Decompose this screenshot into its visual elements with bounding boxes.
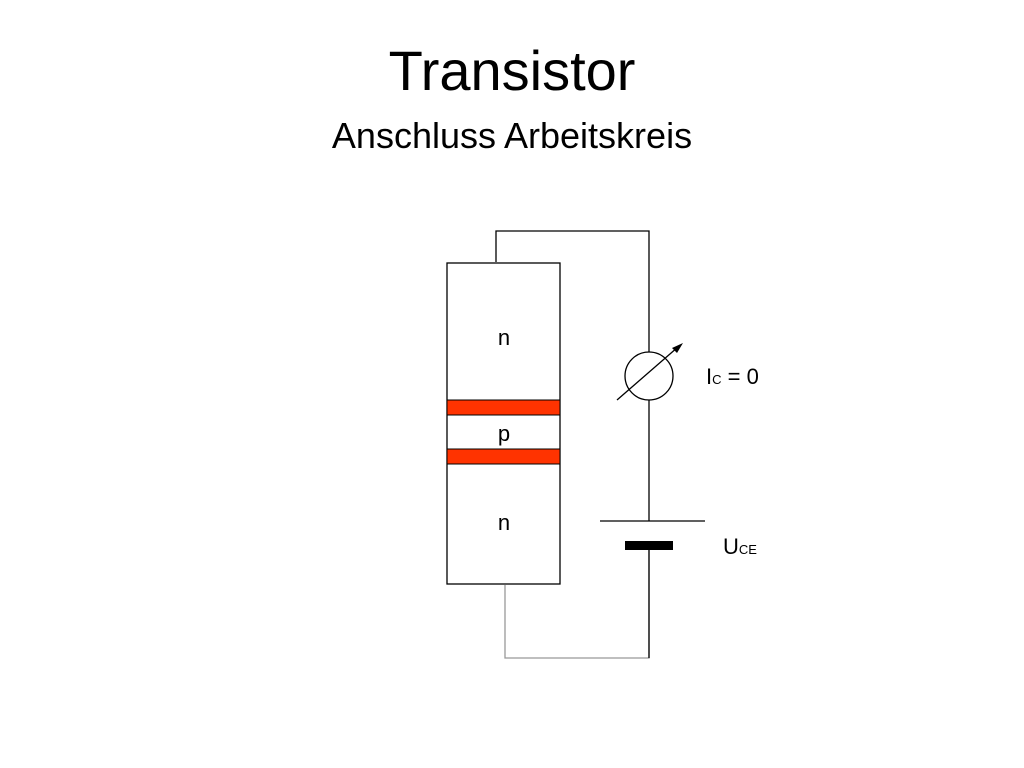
ammeter-arrow-head: [672, 343, 683, 353]
current-value: = 0: [722, 364, 759, 389]
emitter-layer-label: n: [498, 510, 510, 535]
battery-symbol: [600, 520, 705, 550]
battery-short-plate: [625, 541, 673, 550]
ammeter-symbol: [616, 343, 683, 401]
current-subscript: C: [712, 372, 721, 387]
top-wire: [495, 230, 650, 352]
voltage-symbol: U: [723, 534, 739, 559]
ammeter-arrow-line: [616, 346, 679, 401]
slide-subtitle: Anschluss Arbeitskreis: [331, 115, 693, 156]
upper-junction: [446, 399, 561, 416]
current-label: IC = 0: [706, 364, 759, 389]
slide-title: Transistor: [388, 39, 636, 102]
collector-layer-label: n: [498, 325, 510, 350]
lower-junction: [446, 448, 561, 465]
transistor-body: [446, 262, 561, 585]
current-symbol: I: [706, 364, 712, 389]
ammeter-circle: [624, 351, 674, 401]
base-layer-label: p: [498, 421, 510, 446]
voltage-label: UCE: [723, 534, 757, 559]
voltage-subscript: CE: [739, 542, 757, 557]
